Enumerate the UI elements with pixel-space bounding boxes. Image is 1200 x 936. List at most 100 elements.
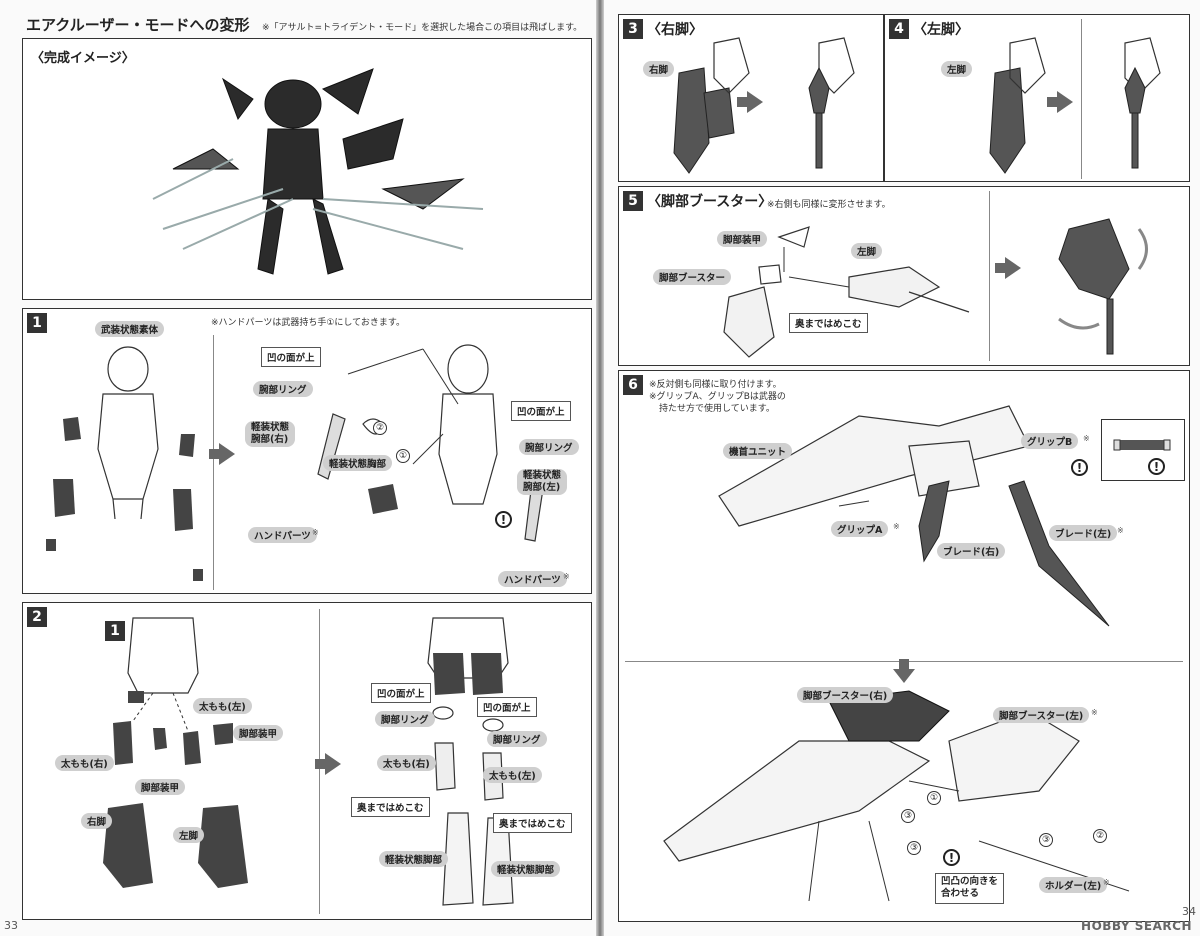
step-2-number: 2	[27, 607, 47, 627]
step-5-arrow	[995, 257, 1021, 279]
left-leg-transform-figure	[989, 37, 1161, 174]
step-4-arrow	[1047, 91, 1073, 113]
step-6-circle-3c: ③	[1039, 833, 1053, 847]
section-title: エアクルーザー・モードへの変形	[26, 16, 250, 34]
label-light-arm-left: 軽装状態 腕部(左)	[517, 469, 568, 495]
step-3-title: 〈右脚〉	[647, 22, 703, 38]
label-step-4-left-leg: 左脚	[941, 61, 973, 77]
booster-assembly-figure	[723, 226, 970, 358]
head-unit-figure	[718, 405, 1110, 627]
step-1-assembly-figure	[317, 344, 546, 542]
step-5-note: ※右側も同様に変形させます。	[767, 200, 891, 210]
step-1-circle-2: ②	[373, 421, 387, 435]
label-blade-right: ブレード(右)	[937, 543, 1006, 559]
step-6-note-1: ※反対側も同様に取り付けます。	[649, 380, 782, 390]
right-leg-transform-figure	[673, 37, 855, 174]
asterisk-holder-left: ※	[1103, 878, 1110, 887]
step-5-panel: 5 〈脚部ブースター〉 ※右側も同様に変形させます。 脚部装甲 脚部ブースター	[618, 186, 1190, 366]
label-wrist-ring-2: 腕部リング	[519, 439, 579, 455]
label-step-5-left-leg: 左脚	[851, 243, 883, 259]
label-leg-armor-2: 脚部装甲	[135, 779, 186, 795]
label-blade-left: ブレード(左)	[1049, 525, 1118, 541]
step-1-circle-1: ①	[396, 449, 410, 463]
right-page-number: 34	[1182, 905, 1196, 918]
label-wrist-ring-1: 腕部リング	[253, 381, 313, 397]
step-3-arrow	[737, 91, 763, 113]
step-1-note: ※ハンドパーツは武器持ち手①にしておきます。	[211, 318, 405, 328]
step-6-down-arrow	[893, 659, 915, 683]
label-concave-up-1: 凹の面が上	[261, 347, 321, 367]
step-6-note-3: 持たせ方で使用しています。	[659, 404, 775, 414]
label-thigh-right: 太もも(右)	[55, 755, 114, 771]
label-thigh-r: 太もも(右)	[377, 755, 436, 771]
step-2-panel: 2 1	[22, 602, 592, 920]
step-3-number: 3	[623, 19, 643, 39]
step-4-title: 〈左脚〉	[913, 22, 969, 38]
label-holder-left: ホルダー(左)	[1039, 877, 1108, 893]
warning-icon-inset: !	[1148, 458, 1165, 475]
step-6-circle-1: ①	[927, 791, 941, 805]
label-concave-up-4: 凹の面が上	[477, 697, 537, 717]
label-booster-left: 脚部ブースター(左)	[993, 707, 1090, 723]
warning-icon-step-6a: !	[1071, 459, 1088, 476]
step-6-circle-3b: ③	[907, 841, 921, 855]
step-6-note-2: ※グリップA、グリップBは武器の	[649, 392, 786, 402]
final-assembly-figure	[663, 690, 1130, 902]
asterisk-grip-b: ※	[1083, 434, 1090, 443]
label-push-in-3: 奥まではめこむ	[789, 313, 868, 333]
label-armed-body: 武装状態素体	[95, 321, 165, 337]
label-head-unit: 機首ユニット	[723, 443, 793, 459]
step-2-ref-number: 1	[105, 621, 125, 641]
label-leg-ring-1: 脚部リング	[375, 711, 435, 727]
step-6-number: 6	[623, 375, 643, 395]
step-4-divider	[1081, 19, 1082, 179]
step-3-panel: 3 〈右脚〉 右脚	[618, 14, 884, 182]
completed-figure-image	[152, 68, 484, 275]
warning-icon-step-6b: !	[943, 849, 960, 866]
label-light-arm-right: 軽装状態 腕部(右)	[245, 421, 296, 447]
label-light-leg-1: 軽装状態脚部	[379, 851, 449, 867]
left-page-number: 33	[4, 919, 18, 932]
armed-body-figure	[46, 346, 203, 581]
left-page: エアクルーザー・モードへの変形 ※「アサルト=トライデント・モード」を選択した場…	[0, 0, 596, 936]
warning-icon-step-1: !	[495, 511, 512, 528]
label-leg-booster: 脚部ブースター	[653, 269, 732, 285]
step-4-number: 4	[889, 19, 909, 39]
preview-panel: 〈完成イメージ〉	[22, 38, 592, 300]
label-thigh-l: 太もも(左)	[483, 767, 542, 783]
label-concave-up-2: 凹の面が上	[511, 401, 571, 421]
label-grip-a: グリップA	[831, 521, 889, 537]
label-leg-ring-2: 脚部リング	[487, 731, 547, 747]
step-2-arrow	[315, 753, 341, 775]
step-1-panel: 1 ※ハンドパーツは武器持ち手①にしておきます。 武装状態素体	[22, 308, 592, 594]
asterisk-grip-a: ※	[893, 522, 900, 531]
label-align-tabs: 凹凸の向きを 合わせる	[935, 873, 1005, 904]
label-push-in-2: 奥まではめこむ	[493, 813, 572, 833]
step-6-circle-2: ②	[1093, 829, 1107, 843]
label-light-leg-2: 軽装状態脚部	[491, 861, 561, 877]
asterisk-booster-left: ※	[1091, 708, 1098, 717]
step-6-panel: 6 ※反対側も同様に取り付けます。 ※グリップA、グリップBは武器の 持たせ方で…	[618, 370, 1190, 922]
step-1-number: 1	[27, 313, 47, 333]
asterisk-blade-left: ※	[1117, 526, 1124, 535]
step-5-number: 5	[623, 191, 643, 211]
label-left-leg: 左脚	[173, 827, 205, 843]
section-title-note: ※「アサルト=トライデント・モード」を選択した場合この項目は飛ばします。	[262, 23, 583, 33]
label-grip-b: グリップB	[1021, 433, 1079, 449]
label-light-chest: 軽装状態胸部	[323, 455, 393, 471]
label-hand-parts-1: ハンドパーツ	[248, 527, 317, 543]
booster-completed-figure	[1058, 218, 1148, 355]
label-thigh-left: 太もも(左)	[193, 698, 252, 714]
step-4-panel: 4 〈左脚〉 左脚	[884, 14, 1190, 182]
grip-b-detail-image	[1113, 439, 1171, 451]
label-right-leg: 右脚	[81, 813, 113, 829]
step-5-title: 〈脚部ブースター〉	[647, 194, 773, 210]
label-booster-right: 脚部ブースター(右)	[797, 687, 894, 703]
label-push-in-1: 奥まではめこむ	[351, 797, 430, 817]
hobby-search-watermark: HOBBY SEARCH	[1081, 919, 1192, 933]
label-concave-up-3: 凹の面が上	[371, 683, 431, 703]
right-page: 3 〈右脚〉 右脚 4 〈左脚〉	[604, 0, 1200, 936]
grip-b-detail-inset: !	[1101, 419, 1185, 481]
label-hand-parts-2: ハンドパーツ	[498, 571, 567, 587]
